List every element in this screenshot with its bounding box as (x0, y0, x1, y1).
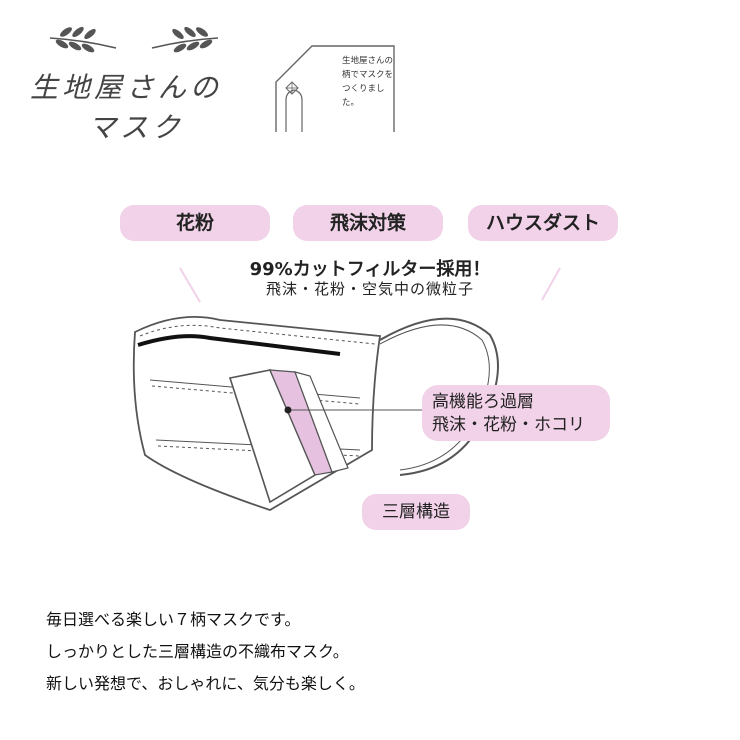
leaf-sprig-right-icon (151, 26, 219, 53)
mask-illustration (132, 267, 561, 511)
filter-subline: 飛沫・花粉・空気中の微粒子 (265, 280, 474, 298)
house-text-line3: つくりました。 (342, 84, 385, 108)
brand-title-line2: マスク (88, 111, 185, 144)
description-line2: しっかりとした三層構造の不織布マスク。 (46, 642, 349, 661)
brand-title-line1: 生地屋さんの (30, 71, 223, 104)
filter-headline: 99%カットフィルター採用！ (249, 259, 491, 280)
filter-layer-callout: 高機能ろ過層 飛沫・花粉・ホコリ (422, 385, 610, 441)
filter-layer-subtitle: 飛沫・花粉・ホコリ (432, 415, 585, 435)
tag-droplet: 飛沫対策 (293, 205, 443, 241)
three-layer-label: 三層構造 (362, 494, 470, 530)
tag-house-dust: ハウスダスト (468, 205, 618, 241)
description-line1: 毎日選べる楽しい７柄マスクです。 (46, 610, 301, 629)
house-badge: 生地屋さんの 柄でマスクを つくりました。 (272, 42, 398, 134)
tag-pollen: 花粉 (120, 205, 270, 241)
filter-layer-title: 高機能ろ過層 (432, 392, 534, 412)
leaf-sprig-left-icon (49, 26, 117, 53)
product-description: 毎日選べる楽しい７柄マスクです。 しっかりとした三層構造の不織布マスク。 新しい… (46, 604, 646, 700)
house-text-line2: 柄でマスクを (342, 70, 394, 80)
house-text-line1: 生地屋さんの (342, 56, 394, 66)
description-line3: 新しい発想で、おしゃれに、気分も楽しく。 (46, 674, 365, 693)
house-outline-icon (275, 45, 395, 132)
brand-title: 生地屋さんの マスク (30, 68, 260, 148)
